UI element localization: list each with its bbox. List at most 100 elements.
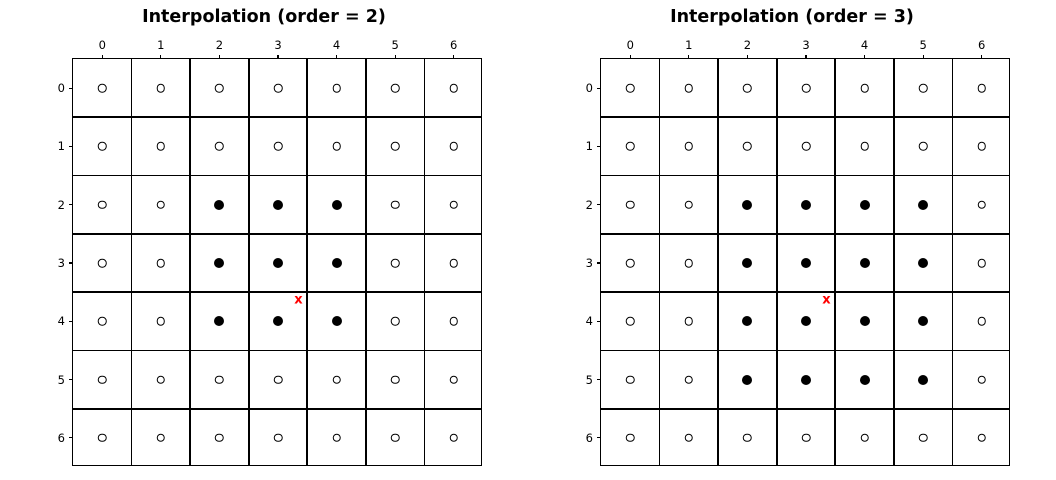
grid-marker-filled	[859, 316, 870, 327]
grid-marker-open	[977, 375, 986, 384]
grid-marker-filled	[214, 199, 225, 210]
grid-marker-open	[977, 83, 986, 93]
grid-marker-open	[743, 433, 752, 443]
grid-marker-open	[626, 433, 635, 443]
grid-marker-open	[390, 433, 400, 443]
grid-marker-filled	[331, 258, 342, 268]
grid-marker-open	[156, 83, 166, 93]
y-axis-tick	[597, 204, 601, 206]
x-axis-tick	[746, 55, 749, 59]
grid-marker-open	[801, 142, 811, 151]
grid-marker-open	[98, 375, 107, 384]
grid-line-vertical	[365, 59, 367, 465]
grid-line-vertical	[423, 59, 426, 465]
y-axis-tick-label: 5	[57, 372, 65, 387]
grid-marker-open	[918, 433, 928, 443]
grid-line-horizontal	[73, 349, 481, 352]
grid-marker-open	[390, 375, 400, 384]
grid-marker-open	[684, 317, 694, 326]
grid-marker-open	[98, 142, 107, 151]
grid-marker-open	[626, 375, 635, 384]
grid-line-vertical	[247, 59, 250, 465]
x-axis-tick-label: 2	[215, 38, 224, 52]
y-axis-tick	[597, 87, 601, 89]
x-axis-tick-label: 6	[978, 38, 986, 52]
grid-marker-open	[273, 433, 283, 443]
grid-marker-open	[684, 200, 694, 209]
grid-marker-filled	[801, 199, 811, 210]
grid-line-horizontal	[601, 174, 1009, 177]
x-axis-tick-label: 2	[743, 38, 752, 52]
grid-marker-filled	[859, 258, 870, 268]
grid-line-horizontal	[601, 291, 1009, 293]
grid-marker-open	[390, 200, 400, 209]
x-axis-tick	[629, 55, 631, 59]
grid-line-horizontal	[73, 174, 481, 177]
grid-line-vertical	[834, 59, 837, 465]
grid-line-vertical	[306, 59, 309, 465]
x-axis-tick	[160, 55, 162, 59]
grid-marker-filled	[801, 258, 811, 268]
x-axis-tick-label: 0	[626, 38, 634, 52]
y-axis-tick-label: 2	[57, 197, 65, 212]
grid-marker-open	[156, 317, 166, 326]
grid-marker-open	[977, 433, 986, 443]
grid-marker-filled	[273, 258, 283, 268]
y-axis-tick-label: 4	[57, 314, 65, 329]
grid-marker-filled	[801, 316, 811, 327]
grid-marker-open	[977, 200, 986, 209]
grid-marker-filled	[859, 374, 870, 385]
grid-marker-filled	[273, 316, 283, 327]
grid-marker-filled	[214, 258, 225, 268]
y-axis-tick-label: 5	[585, 372, 593, 387]
x-axis-tick-label: 5	[919, 38, 927, 52]
grid-marker-open	[273, 142, 283, 151]
grid-marker-open	[332, 83, 341, 93]
grid-marker-open	[626, 317, 635, 326]
x-axis-tick-label: 4	[332, 38, 341, 52]
grid-marker-open	[98, 433, 107, 443]
x-axis-tick-label: 6	[450, 38, 458, 52]
x-axis-tick-label: 3	[802, 38, 810, 52]
grid-line-horizontal	[73, 291, 481, 293]
grid-line-horizontal	[601, 116, 1009, 119]
grid-marker-filled	[331, 199, 342, 210]
grid-marker-open	[684, 83, 694, 93]
grid-marker-open	[977, 258, 986, 268]
grid-line-horizontal	[601, 233, 1009, 235]
x-axis-tick	[218, 55, 221, 59]
grid-marker-open	[156, 258, 166, 268]
y-axis-tick	[597, 378, 601, 381]
grid-marker-open	[449, 142, 458, 151]
x-axis-tick	[688, 55, 690, 59]
grid-marker-open	[801, 433, 811, 443]
y-axis-tick	[69, 320, 73, 322]
grid-marker-open	[390, 142, 400, 151]
grid-marker-filled	[918, 258, 929, 268]
panel-title-order-3: Interpolation (order = 3)	[670, 7, 914, 27]
grid-marker-filled	[273, 199, 283, 210]
grid-marker-open	[215, 142, 224, 151]
y-axis-tick-label: 1	[57, 139, 65, 154]
y-axis-tick	[69, 145, 73, 148]
y-axis-tick-label: 6	[585, 430, 593, 445]
y-axis-tick	[69, 262, 73, 264]
grid-marker-open	[332, 433, 341, 443]
y-axis-tick	[597, 145, 601, 148]
grid-line-vertical	[951, 59, 954, 465]
grid-marker-open	[918, 83, 928, 93]
grid-marker-open	[801, 83, 811, 93]
y-axis-tick-label: 0	[57, 81, 65, 96]
grid-marker-open	[98, 258, 107, 268]
x-axis-tick	[805, 55, 807, 59]
grid-marker-open	[98, 83, 107, 93]
grid-marker-open	[215, 83, 224, 93]
grid-marker-open	[860, 433, 869, 443]
grid-marker-open	[332, 375, 341, 384]
grid-marker-open	[684, 375, 694, 384]
